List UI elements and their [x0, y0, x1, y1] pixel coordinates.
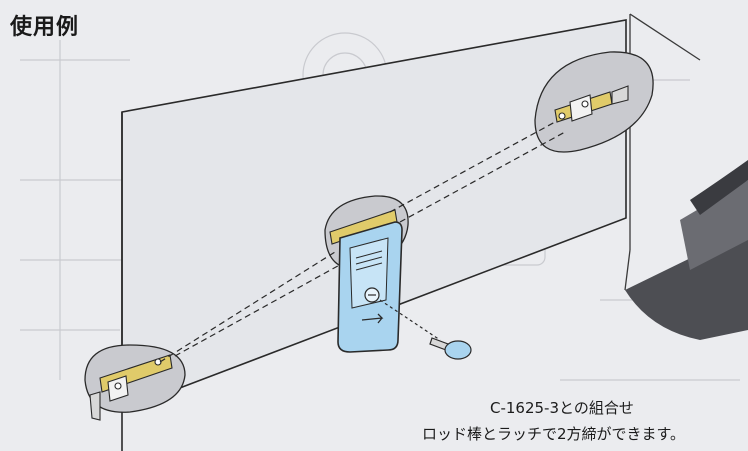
caption-line-1: C-1625-3との組合せ [490, 399, 634, 417]
rod-dashed-lines [159, 121, 566, 363]
page-title: 使用例 [10, 15, 80, 40]
latch-icon [337, 221, 403, 353]
machine-body [625, 160, 748, 340]
rod-latch-lower [89, 354, 173, 421]
caption-line-2: ロッド棒とラッチで2方締ができます。 [422, 425, 686, 443]
key-icon [379, 299, 472, 360]
rod-latch-upper [554, 85, 629, 123]
